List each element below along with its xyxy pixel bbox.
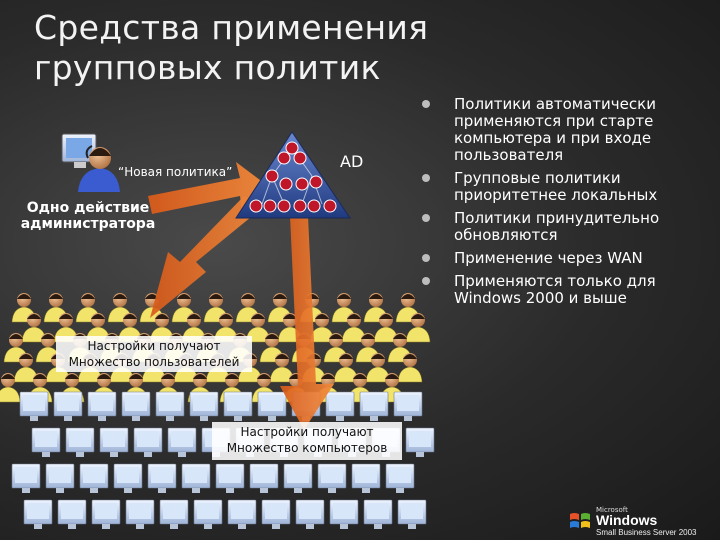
- bullet-dot-icon: [422, 254, 430, 262]
- windows-sbs-logo: Microsoft Windows Small Business Server …: [568, 508, 718, 538]
- logo-product: Windows: [596, 512, 657, 528]
- bullet-dot-icon: [422, 100, 430, 108]
- computer-figure: [80, 464, 108, 493]
- ad-label: AD: [340, 152, 363, 171]
- computer-figure: [156, 392, 184, 421]
- computer-figure: [318, 464, 346, 493]
- computer-figure: [262, 500, 290, 529]
- computer-figure: [58, 500, 86, 529]
- computer-figure: [296, 500, 324, 529]
- computer-figure: [386, 464, 414, 493]
- computer-figure: [32, 428, 60, 457]
- computer-figure: [134, 428, 162, 457]
- computer-figure: [20, 392, 48, 421]
- computer-figure: [100, 428, 128, 457]
- computer-figure: [54, 392, 82, 421]
- computer-figure: [330, 500, 358, 529]
- new-policy-label: “Новая политика”: [118, 165, 232, 179]
- bullet-dot-icon: [422, 277, 430, 285]
- bullet-item: Политики автоматически применяются при с…: [422, 96, 712, 164]
- computer-figure: [406, 428, 434, 457]
- windows-flag-icon: [568, 510, 592, 532]
- computer-figure: [224, 392, 252, 421]
- bullet-item: Применяются только для Windows 2000 и вы…: [422, 273, 712, 307]
- computer-figure: [182, 464, 210, 493]
- title-line-2: групповых политик: [34, 48, 504, 88]
- computers-caption-box: Настройки получают Множество компьютеров: [212, 422, 402, 460]
- computer-figure: [284, 464, 312, 493]
- bullet-item: Применение через WAN: [422, 250, 712, 267]
- computer-figure: [360, 392, 388, 421]
- bullet-dot-icon: [422, 174, 430, 182]
- computer-figure: [394, 392, 422, 421]
- bullet-item: Политики принудительно обновляются: [422, 210, 712, 244]
- bullet-text: Политики автоматически применяются при с…: [454, 95, 656, 164]
- bullet-text: Политики принудительно обновляются: [454, 209, 659, 244]
- bullet-text: Применение через WAN: [454, 249, 643, 267]
- page-title: Средства применения групповых политик: [34, 8, 504, 88]
- computer-figure: [194, 500, 222, 529]
- computer-figure: [24, 500, 52, 529]
- computer-figure: [12, 464, 40, 493]
- computer-figure: [66, 428, 94, 457]
- computer-figure: [88, 392, 116, 421]
- computer-figure: [114, 464, 142, 493]
- computer-figure: [46, 464, 74, 493]
- admin-figure: [62, 134, 120, 192]
- computer-figure: [148, 464, 176, 493]
- computer-figure: [326, 392, 354, 421]
- computer-crowd: [12, 392, 434, 529]
- computer-figure: [168, 428, 196, 457]
- computer-figure: [364, 500, 392, 529]
- admin-action-label: Одно действие администратора: [18, 200, 158, 232]
- bullet-dot-icon: [422, 214, 430, 222]
- computer-figure: [250, 464, 278, 493]
- computer-figure: [190, 392, 218, 421]
- users-caption-box: Настройки получают Множество пользовател…: [56, 336, 252, 372]
- computer-figure: [352, 464, 380, 493]
- computer-figure: [258, 392, 286, 421]
- computer-figure: [228, 500, 256, 529]
- logo-edition: Small Business Server 2003: [596, 528, 697, 537]
- computer-figure: [216, 464, 244, 493]
- bullet-item: Групповые политики приоритетнее локальны…: [422, 170, 712, 204]
- computer-figure: [92, 500, 120, 529]
- computer-figure: [160, 500, 188, 529]
- bullet-text: Групповые политики приоритетнее локальны…: [454, 169, 657, 204]
- bullet-list: Политики автоматически применяются при с…: [422, 96, 712, 313]
- bullet-text: Применяются только для Windows 2000 и вы…: [454, 272, 656, 307]
- computer-figure: [398, 500, 426, 529]
- title-line-1: Средства применения: [34, 8, 504, 48]
- computer-figure: [122, 392, 150, 421]
- computer-figure: [126, 500, 154, 529]
